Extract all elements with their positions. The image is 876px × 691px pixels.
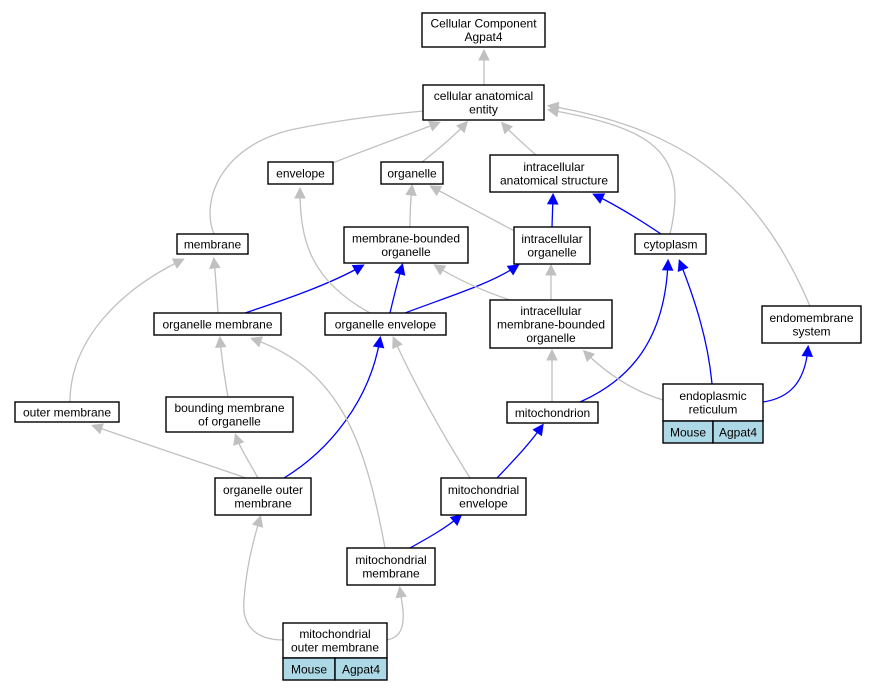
node-outer-membrane[interactable]: outer membrane <box>14 401 120 423</box>
node-label-line: membrane <box>184 237 242 251</box>
edge-endoplasmic-reticulum-to-endomembrane-system <box>762 344 814 403</box>
node-label-line: organelle <box>526 331 576 345</box>
edge-organelle-envelope-to-membrane-bounded-organelle <box>389 262 406 314</box>
edge-organelle-envelope-to-intracellular-organelle <box>404 264 520 314</box>
edge-cytoplasm-to-intracellular-anatomical-structure <box>592 193 662 235</box>
node-organelle-membrane[interactable]: organelle membrane <box>153 312 282 336</box>
node-label-line: membrane-bounded <box>497 317 605 331</box>
edge-outer-membrane-to-membrane <box>69 258 185 403</box>
node-label-line: intracellular <box>523 160 584 174</box>
node-label-line: system <box>792 325 830 339</box>
node-label-line: mitochondrial <box>355 553 426 567</box>
node-label-line: cytoplasm <box>643 237 697 251</box>
edge-membrane-bounded-organelle-to-organelle <box>405 183 417 228</box>
edge-envelope-to-cellular-anatomical-entity <box>329 120 441 165</box>
node-label-line: endoplasmic <box>679 389 746 403</box>
edge-mitochondrial-envelope-to-organelle-envelope <box>392 336 471 479</box>
node-organelle-envelope[interactable]: organelle envelope <box>324 312 447 336</box>
node-cytoplasm[interactable]: cytoplasm <box>634 233 707 255</box>
node-label-line: outer membrane <box>291 641 379 655</box>
annotation-species: Mouse <box>291 662 327 676</box>
edge-organelle-envelope-to-envelope <box>294 186 371 314</box>
edge-endomembrane-system-to-cellular-anatomical-entity <box>546 101 811 307</box>
edge-mitochondrial-membrane-to-mitochondrial-envelope <box>409 513 463 549</box>
node-label-line: organelle <box>527 246 577 260</box>
edge-organelle-outer-membrane-to-outer-membrane <box>91 423 247 479</box>
node-label-line: membrane-bounded <box>352 232 460 246</box>
node-label-line: outer membrane <box>23 405 111 419</box>
node-label-line: intracellular <box>520 304 581 318</box>
edge-mitochondrion-to-intracellular-membrane-bounded-organelle <box>546 348 558 402</box>
node-label-line: anatomical structure <box>500 174 608 188</box>
edge-mitochondrial-outer-membrane-to-mitochondrial-membrane <box>385 585 407 641</box>
edge-intracellular-membrane-bounded-organelle-to-membrane-bounded-organelle <box>433 264 511 301</box>
node-label-line: mitochondrial <box>448 483 519 497</box>
node-label-line: Agpat4 <box>464 30 502 44</box>
edge-intracellular-organelle-to-organelle <box>429 185 521 235</box>
node-label-line: Cellular Component <box>430 17 537 31</box>
node-mitochondrion[interactable]: mitochondrion <box>506 401 599 424</box>
node-label-line: reticulum <box>689 403 738 417</box>
edge-bounding-membrane-of-organelle-to-organelle-membrane <box>214 335 229 398</box>
edge-organelle-membrane-to-membrane <box>209 256 221 314</box>
edge-organelle-membrane-to-membrane-bounded-organelle <box>244 264 365 314</box>
node-label-line: membrane <box>362 567 420 581</box>
node-label-line: organelle <box>387 166 437 180</box>
edge-layer <box>69 48 814 641</box>
node-label-line: organelle outer <box>223 483 303 497</box>
edge-mitochondrion-to-cytoplasm <box>579 258 674 403</box>
node-label-line: membrane <box>234 497 292 511</box>
edge-endoplasmic-reticulum-to-intracellular-membrane-bounded-organelle <box>582 349 664 401</box>
edge-organelle-outer-membrane-to-organelle-envelope <box>283 335 385 479</box>
edge-endoplasmic-reticulum-to-cytoplasm <box>677 259 713 385</box>
node-label-line: of organelle <box>198 415 261 429</box>
node-label-line: intracellular <box>521 232 582 246</box>
node-label-line: organelle membrane <box>162 317 272 331</box>
annotation-gene: Agpat4 <box>342 662 380 676</box>
node-label-line: endomembrane <box>769 311 853 325</box>
edge-cellular-anatomical-entity-to-cc-agpat4 <box>478 48 490 85</box>
node-membrane[interactable]: membrane <box>176 233 249 255</box>
edge-mitochondrial-outer-membrane-to-organelle-outer-membrane <box>243 515 285 641</box>
edge-mitochondrial-envelope-to-mitochondrion <box>496 423 544 479</box>
edge-organelle-to-cellular-anatomical-entity <box>421 120 469 163</box>
node-organelle[interactable]: organelle <box>380 161 444 185</box>
node-label-line: mitochondrion <box>515 406 590 420</box>
node-label-line: organelle <box>381 245 431 259</box>
node-label-line: organelle envelope <box>335 317 437 331</box>
node-label-line: cellular anatomical <box>434 89 533 103</box>
node-label-line: mitochondrial <box>299 627 370 641</box>
node-label-line: bounding membrane <box>174 401 284 415</box>
node-label-line: envelope <box>276 166 325 180</box>
edge-intracellular-membrane-bounded-organelle-to-intracellular-organelle <box>545 263 557 300</box>
annotation-species: Mouse <box>670 425 706 439</box>
edge-organelle-outer-membrane-to-bounding-membrane-of-organelle <box>233 433 259 479</box>
node-label-line: entity <box>469 103 498 117</box>
edge-intracellular-organelle-to-intracellular-anatomical-structure <box>546 192 559 228</box>
node-envelope[interactable]: envelope <box>267 161 334 185</box>
node-label-line: envelope <box>459 497 508 511</box>
edge-mitochondrial-membrane-to-organelle-membrane <box>250 336 386 549</box>
edge-intracellular-anatomical-structure-to-cellular-anatomical-entity <box>500 121 537 156</box>
annotation-gene: Agpat4 <box>719 425 757 439</box>
